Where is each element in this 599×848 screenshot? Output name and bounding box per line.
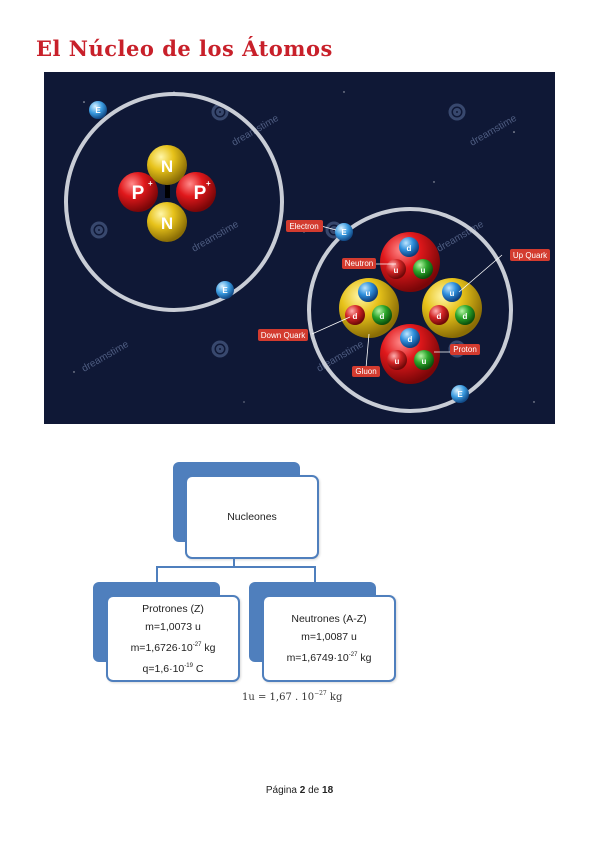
svg-text:u: u: [421, 266, 426, 275]
page-title: El Núcleo de los Átomos: [36, 36, 333, 61]
neutrons-mass-kg: m=1,6749·10-27 kg: [286, 652, 372, 664]
svg-text:E: E: [222, 286, 228, 295]
protons-mass-kg: m=1,6726·10-27 kg: [130, 641, 216, 654]
svg-text:Electron: Electron: [289, 222, 318, 231]
label-neutron: Neutron: [342, 258, 376, 269]
label-electron: Electron: [286, 220, 323, 232]
orbit-left: [64, 92, 284, 312]
connector-horizontal: [156, 566, 316, 568]
neutrons-mass-u: m=1,0087 u: [301, 631, 357, 643]
svg-text:Neutron: Neutron: [345, 259, 373, 268]
svg-text:u: u: [366, 289, 371, 298]
nucleon-right: u d d: [422, 278, 482, 338]
svg-text:d: d: [407, 244, 412, 253]
protons-charge: q=1,6·10-19 C: [142, 662, 204, 675]
label-up-quark: Up Quark: [510, 249, 550, 261]
electron-particle: E: [216, 281, 234, 299]
page-footer: Página 2 de 18: [265, 785, 334, 796]
connector-left-drop: [156, 566, 158, 582]
svg-text:Up Quark: Up Quark: [513, 251, 548, 260]
neutrons-box: Neutrones (A-Z) m=1,0087 u m=1,6749·10-2…: [262, 595, 396, 682]
electron-particle: E: [89, 101, 107, 119]
svg-text:+: +: [206, 179, 211, 188]
svg-text:d: d: [463, 312, 468, 321]
atom-illustration: dreamstime dreamstime dreamstime dreamst…: [44, 72, 555, 424]
helium-nucleus: N N P P + +: [118, 145, 216, 242]
svg-text:E: E: [341, 228, 347, 237]
svg-text:u: u: [395, 357, 400, 366]
nucleones-box: Nucleones: [185, 475, 319, 559]
proton-symbol: P: [194, 183, 207, 204]
svg-text:E: E: [457, 390, 463, 399]
label-gluon: Gluon: [352, 366, 380, 377]
protons-mass-u: m=1,0073 u: [145, 620, 201, 633]
nucleones-label: Nucleones: [227, 511, 277, 523]
protons-box: Protrones (Z) m=1,0073 u m=1,6726·10-27 …: [106, 595, 240, 682]
electron-particle: E: [451, 385, 469, 403]
svg-text:d: d: [353, 312, 358, 321]
svg-text:Proton: Proton: [453, 345, 477, 354]
svg-text:+: +: [148, 179, 153, 188]
image-background: [44, 72, 555, 424]
neutrons-title: Neutrones (A-Z): [291, 613, 367, 625]
svg-text:Down Quark: Down Quark: [261, 331, 306, 340]
electron-particle: E: [335, 223, 353, 241]
proton-symbol: P: [132, 183, 145, 204]
neutron-symbol: N: [161, 214, 173, 233]
nucleon-bottom: d u u: [380, 324, 440, 384]
svg-text:d: d: [437, 312, 442, 321]
svg-text:d: d: [380, 312, 385, 321]
svg-text:E: E: [95, 106, 101, 115]
label-down-quark: Down Quark: [258, 329, 308, 341]
svg-text:u: u: [450, 289, 455, 298]
connector-right-drop: [314, 566, 316, 582]
orbit-right: [307, 207, 513, 413]
mass-unit-formula: 1u = 1,67 . 10−27 kg: [242, 690, 343, 703]
protons-title: Protrones (Z): [142, 602, 204, 615]
label-lines: [311, 225, 503, 369]
svg-text:u: u: [394, 266, 399, 275]
label-proton: Proton: [450, 344, 480, 355]
nucleon-left: u d d: [339, 278, 399, 338]
svg-text:u: u: [422, 357, 427, 366]
nucleon-top: d u u: [380, 232, 440, 292]
connector-vertical: [233, 557, 235, 567]
neutron-symbol: N: [161, 157, 173, 176]
svg-text:d: d: [408, 335, 413, 344]
svg-text:Gluon: Gluon: [355, 367, 376, 376]
